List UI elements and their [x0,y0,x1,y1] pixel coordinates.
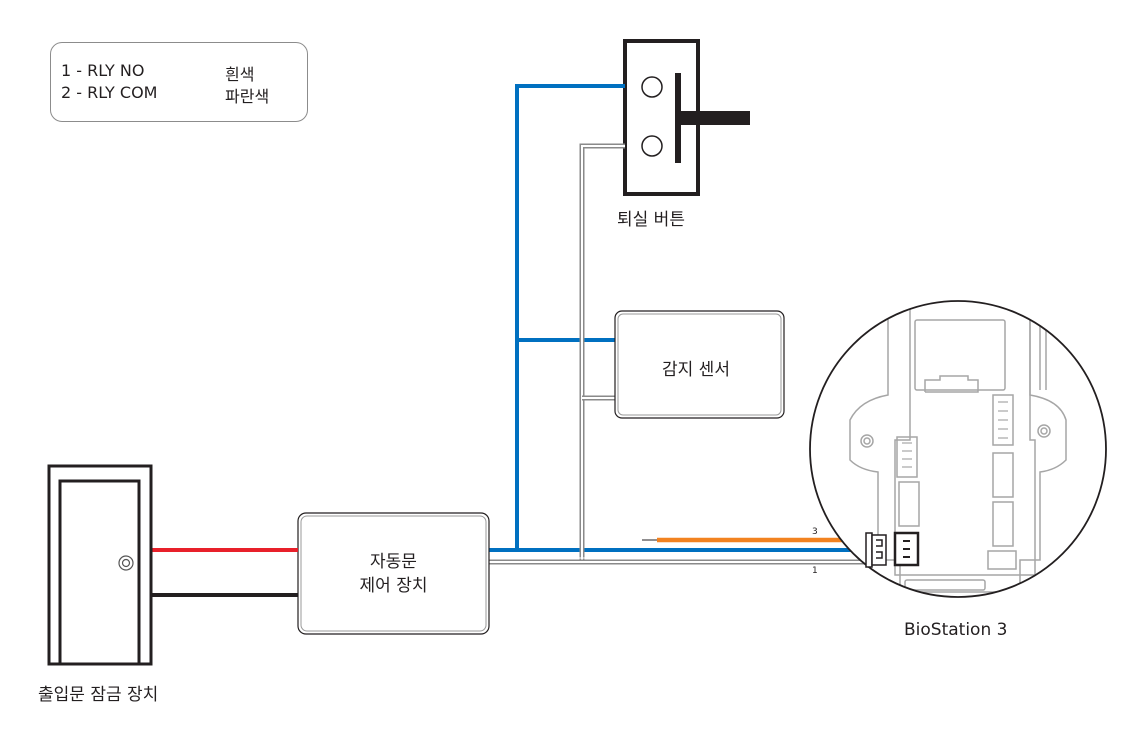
door-lock [47,464,153,666]
controller-box [297,512,490,635]
door-leaf [58,479,141,666]
controller-label-line2: 제어 장치 [359,576,428,596]
wire-label-3: 3 [812,527,818,537]
sensor-box [614,310,785,419]
white-wire [489,143,866,565]
legend-pin-1: 1 - RLY NO [61,61,145,80]
door-lock-label: 출입문 잠금 장치 [38,685,159,705]
wire-plug [865,532,887,568]
biostation-device [809,300,1107,598]
device-label: BioStation 3 [904,620,1008,640]
button-plate [675,73,681,163]
blue-wire [489,84,866,552]
legend-color-2: 파란색 [225,87,270,106]
legend-color-1: 흰색 [225,65,255,84]
terminal-1-icon [641,76,663,98]
sensor-label: 감지 센서 [662,360,730,380]
terminal-2-icon [641,135,663,157]
controller-label: 자동문 제어 장치 [298,550,489,598]
blue-wire-to-exit-button [515,84,625,550]
button-plunger [680,111,750,125]
controller-label-line1: 자동문 [370,552,417,572]
legend-box: 1 - RLY NO 흰색 2 - RLY COM 파란색 [50,42,308,122]
legend-pin-2: 2 - RLY COM [61,83,158,102]
magnify-circle [809,300,1107,598]
exit-button [623,39,750,196]
exit-button-label: 퇴실 버튼 [617,210,685,230]
wire-label-1: 1 [812,566,818,576]
